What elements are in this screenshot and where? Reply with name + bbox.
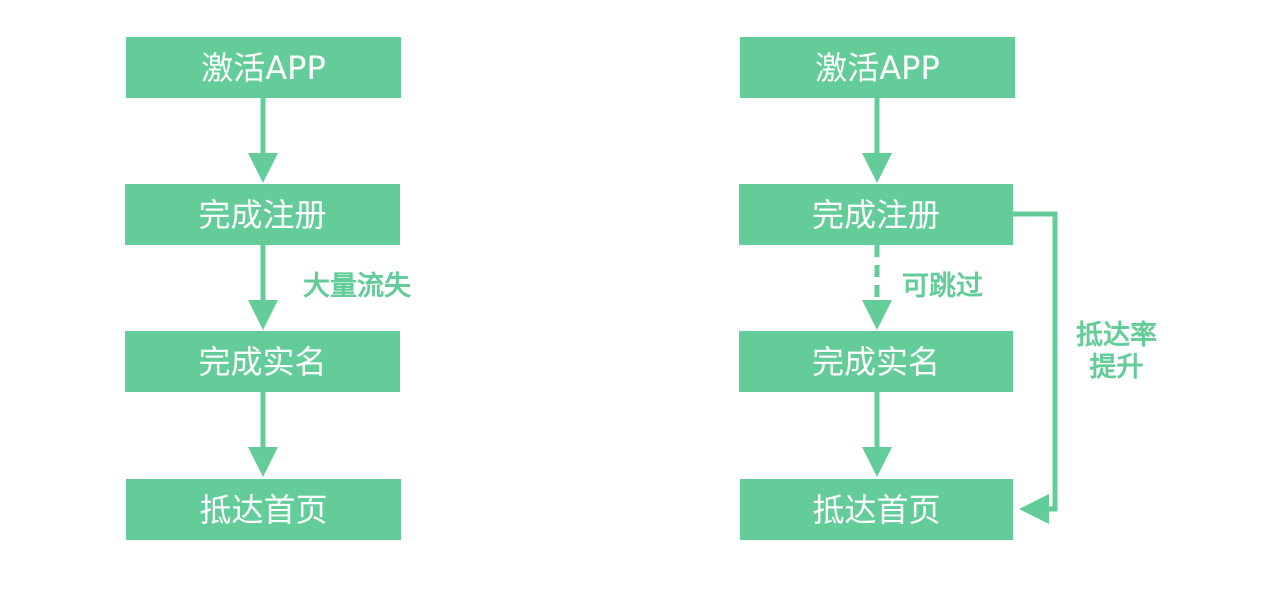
left-step-reach-homepage-text: 抵达首页 [199,490,328,529]
improve-label: 抵达率 提升 [1076,320,1157,385]
improve-label-line2: 提升 [1089,352,1144,384]
right-step-complete-real-name: 完成实名 [739,331,1013,392]
right-step-reach-homepage: 抵达首页 [740,479,1013,540]
loss-label: 大量流失 [303,271,411,302]
right-step-complete-registration: 完成注册 [739,184,1013,245]
left-step-complete-real-name: 完成实名 [125,331,400,392]
left-step-complete-registration-text: 完成注册 [198,195,327,234]
left-step-activate-app: 激活APP [126,37,401,98]
right-step-reach-homepage-text: 抵达首页 [812,490,941,529]
right-step-activate-app: 激活APP [740,37,1015,98]
skip-label: 可跳过 [902,271,983,302]
right-step-complete-registration-text: 完成注册 [811,195,940,234]
right-step-complete-real-name-text: 完成实名 [811,342,940,381]
right-step-activate-app-text: 激活APP [815,48,940,87]
bypass-connector [1013,211,1058,524]
left-step-complete-registration: 完成注册 [125,184,400,245]
left-step-reach-homepage: 抵达首页 [126,479,401,540]
left-step-complete-real-name-text: 完成实名 [198,342,327,381]
left-step-activate-app-text: 激活APP [201,48,326,87]
improve-label-line1: 抵达率 [1076,320,1157,351]
